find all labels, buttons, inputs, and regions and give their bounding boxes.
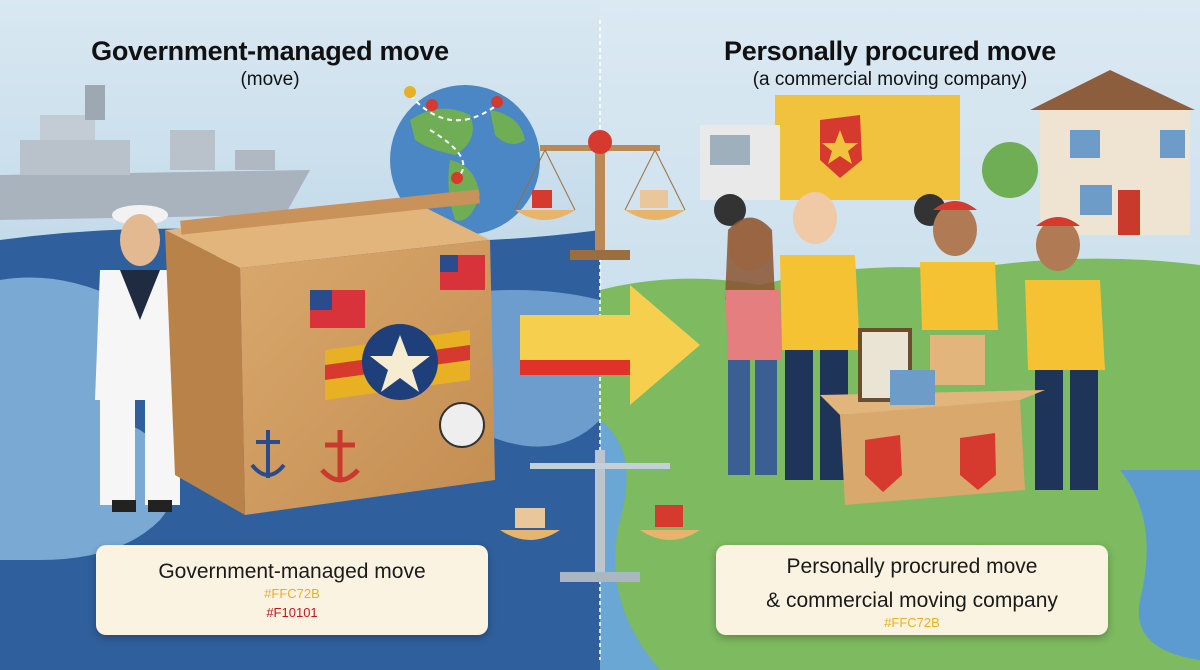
navy-ship-icon bbox=[0, 85, 310, 220]
right-heading-title: Personally procured move bbox=[724, 36, 1056, 66]
left-heading: Government-managed move (move) bbox=[60, 36, 480, 91]
shipping-box-icon bbox=[820, 328, 1045, 505]
left-heading-subtitle: (move) bbox=[240, 69, 300, 90]
shield-emblem-icon bbox=[865, 433, 996, 492]
left-caption-card: Government-managed move #FFC72B #F10101 bbox=[96, 545, 488, 635]
left-heading-title: Government-managed move bbox=[91, 36, 449, 66]
flag-icon bbox=[310, 255, 485, 328]
balance-scale-icon bbox=[514, 130, 686, 260]
left-card-color-red: #F10101 bbox=[266, 605, 318, 620]
right-card-title-line1: Personally procrured move bbox=[786, 555, 1038, 578]
right-card-color-yellow: #FFC72B bbox=[884, 615, 940, 630]
arrow-right-icon bbox=[520, 285, 700, 405]
balance-scale-icon bbox=[500, 450, 700, 582]
right-heading-subtitle: (a commercial moving company) bbox=[752, 69, 1028, 90]
shipping-box-icon bbox=[165, 189, 495, 515]
left-card-title: Government-managed move bbox=[158, 560, 426, 583]
right-card-title-line2: & commercial moving company bbox=[766, 589, 1058, 612]
house-icon bbox=[982, 70, 1195, 235]
moving-truck-icon bbox=[700, 95, 960, 226]
right-caption-card: Personally procrured move & commercial m… bbox=[716, 545, 1108, 635]
star-roundel-icon bbox=[325, 324, 470, 400]
sailor-figure-icon bbox=[95, 205, 232, 512]
right-heading: Personally procured move (a commercial m… bbox=[680, 36, 1100, 91]
left-card-color-yellow: #FFC72B bbox=[264, 586, 320, 601]
anchor-icon bbox=[250, 430, 360, 483]
mover-figure-icon bbox=[725, 192, 1105, 490]
